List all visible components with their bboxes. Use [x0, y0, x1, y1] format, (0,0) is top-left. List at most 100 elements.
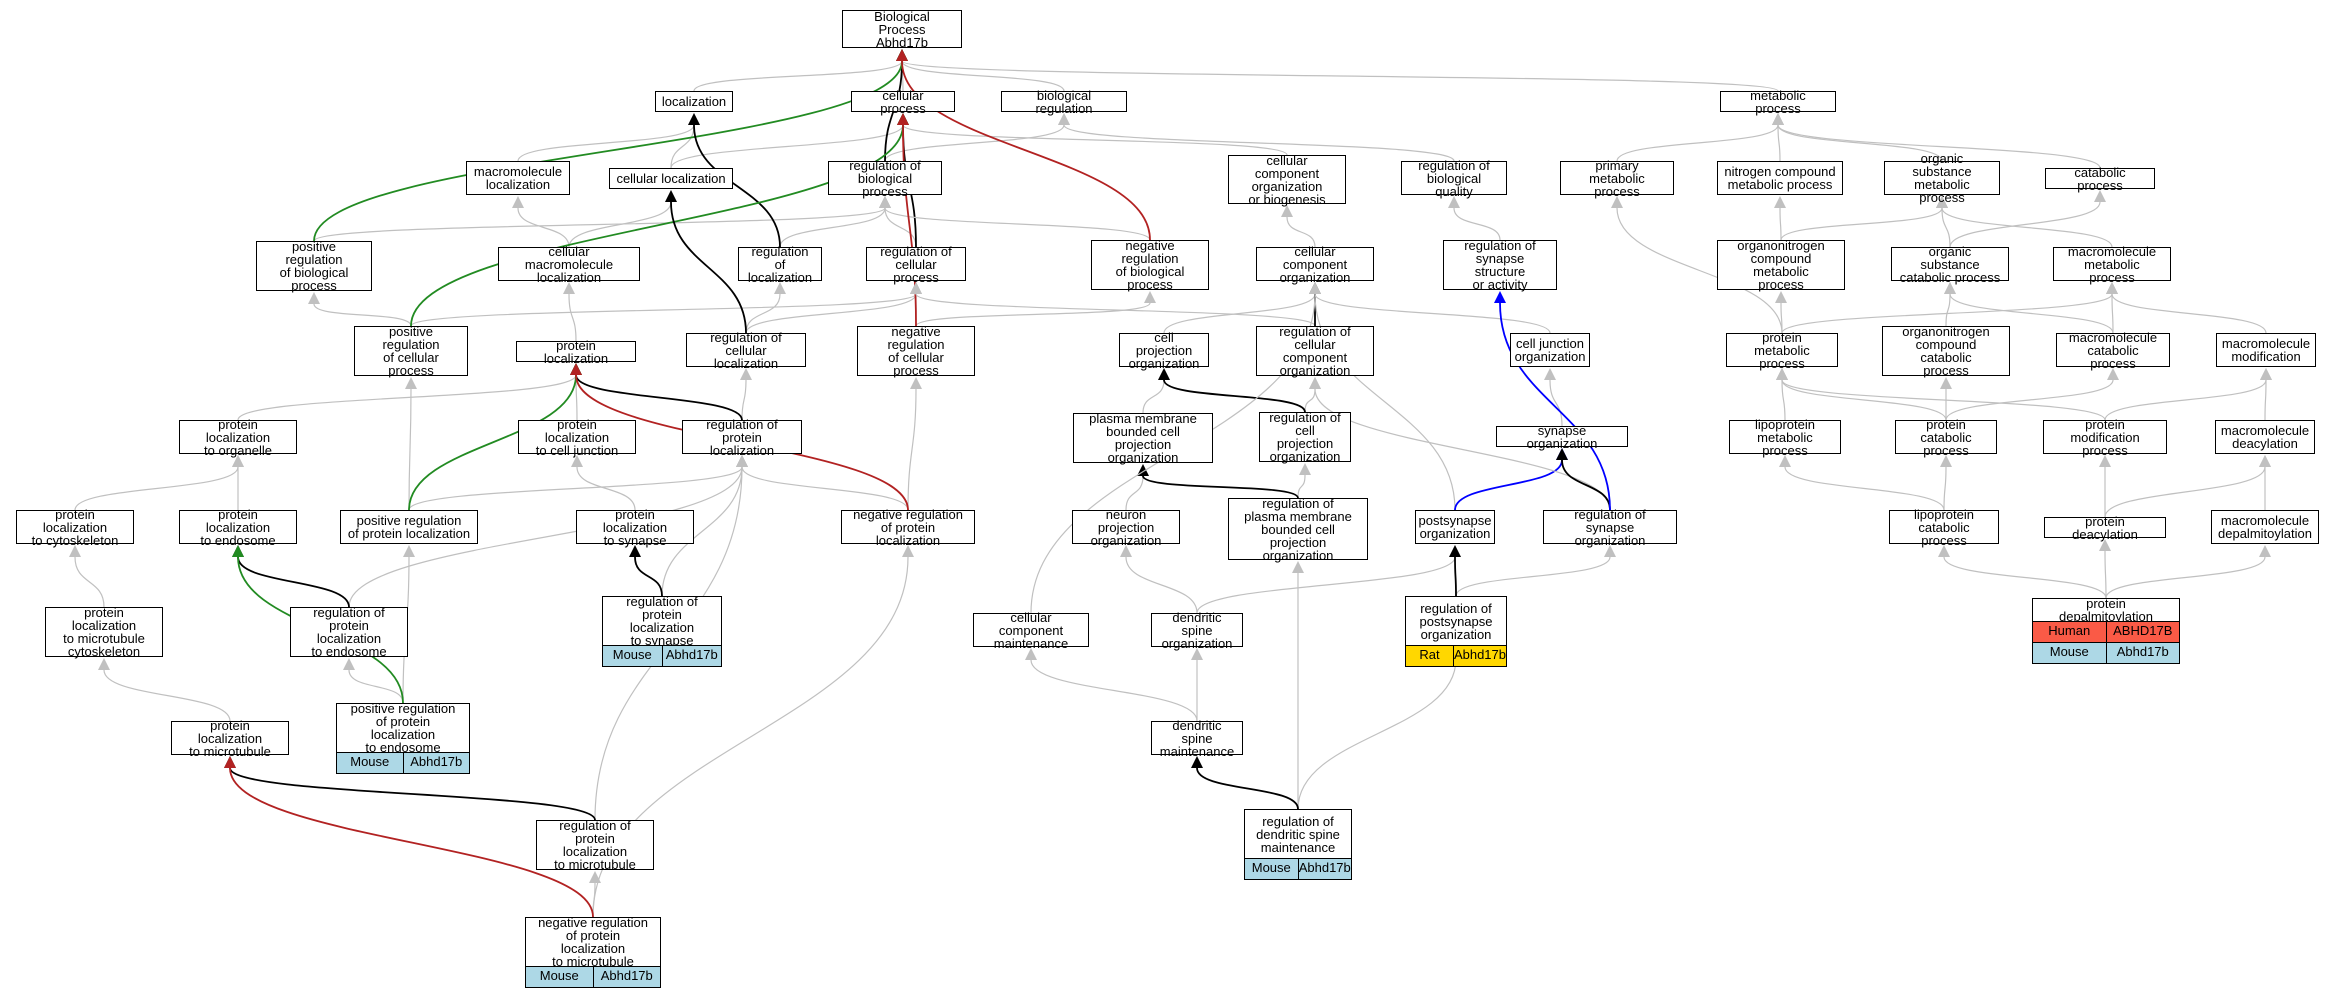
node-organic-substance-catabolic-process[interactable]: organic substance catabolic process: [1891, 245, 2009, 284]
node-macromolecule-catabolic-process[interactable]: macromolecule catabolic process: [2056, 331, 2170, 370]
node-positive-regulation-of-biological-process[interactable]: positive regulation of biological proces…: [256, 240, 372, 292]
node-regulation-of-protein-localization-to-endosome[interactable]: regulation of protein localization to en…: [290, 606, 408, 658]
node-macromolecule-metabolic-process[interactable]: macromolecule metabolic process: [2053, 245, 2171, 284]
node-regulation-of-postsynapse-organization[interactable]: regulation of postsynapse organization: [1405, 596, 1507, 646]
edge-arrowhead: [232, 455, 244, 467]
node-cellular-component-maintenance[interactable]: cellular component maintenance: [973, 611, 1089, 650]
node-regulation-of-protein-localization-to-microtubule[interactable]: regulation of protein localization to mi…: [536, 819, 654, 871]
node-protein-localization-to-cell-junction[interactable]: protein localization to cell junction: [518, 418, 636, 457]
node-macromolecule-modification[interactable]: macromolecule modification: [2216, 333, 2316, 367]
node-protein-deacylation[interactable]: protein deacylation: [2044, 515, 2166, 541]
edge-default: [408, 466, 743, 511]
edge-default: [1781, 379, 2106, 421]
node-primary-metabolic-process[interactable]: primary metabolic process: [1560, 159, 1674, 198]
node-protein-localization-to-microtubule-cytoskeleton[interactable]: protein localization to microtubule cyto…: [45, 606, 163, 658]
edge-default: [1941, 207, 1951, 248]
edge-default: [2104, 466, 2266, 518]
node-protein-metabolic-process[interactable]: protein metabolic process: [1726, 331, 1838, 370]
node-protein-localization[interactable]: protein localization: [516, 339, 636, 365]
edge-default: [1780, 302, 1783, 334]
edge-arrowhead: [1556, 448, 1568, 460]
node-macromolecule-deacylation[interactable]: macromolecule deacylation: [2215, 420, 2315, 454]
node-cell-junction-organization[interactable]: cell junction organization: [1510, 333, 1590, 367]
edge-arrowhead: [1494, 291, 1506, 303]
edge-default: [1777, 124, 1943, 162]
node-regulation-of-protein-localization[interactable]: regulation of protein localization: [682, 418, 802, 457]
node-regulation-of-dendritic-spine-maintenance[interactable]: regulation of dendritic spine maintenanc…: [1244, 809, 1352, 859]
node-protein-catabolic-process[interactable]: protein catabolic process: [1895, 418, 1997, 457]
node-lipoprotein-metabolic-process[interactable]: lipoprotein metabolic process: [1729, 418, 1841, 457]
node-protein-modification-process[interactable]: protein modification process: [2043, 418, 2167, 457]
node-cellular-macromolecule-localization[interactable]: cellular macromolecule localization: [498, 245, 640, 284]
gene-label: Abhd17b: [1297, 859, 1351, 879]
node-regulation-of-cell-projection-organization[interactable]: regulation of cell projection organizati…: [1259, 411, 1351, 463]
node-postsynapse-organization[interactable]: postsynapse organization: [1415, 510, 1495, 544]
node-positive-regulation-of-protein-localization[interactable]: positive regulation of protein localizat…: [340, 510, 478, 544]
node-catabolic-process[interactable]: catabolic process: [2045, 166, 2155, 192]
node-dendritic-spine-organization[interactable]: dendritic spine organization: [1151, 611, 1243, 650]
node-protein-localization-to-synapse[interactable]: protein localization to synapse: [576, 508, 694, 547]
node-biological-regulation[interactable]: biological regulation: [1001, 89, 1127, 115]
node-macromolecule-depalmitoylation[interactable]: macromolecule depalmitoylation: [2211, 510, 2319, 544]
node-regulation-of-cellular-component-organization[interactable]: regulation of cellular component organiz…: [1256, 325, 1374, 377]
node-negative-regulation-of-protein-localization-to-microtubule[interactable]: negative regulation of protein localizat…: [525, 916, 661, 968]
edge-default: [103, 669, 231, 722]
node-regulation-of-synapse-structure-or-activity[interactable]: regulation of synapse structure or activ…: [1443, 239, 1557, 291]
node-cellular-component-organization[interactable]: cellular component organization: [1256, 245, 1374, 284]
edge-arrowhead: [512, 196, 524, 208]
node-protein-localization-to-endosome[interactable]: protein localization to endosome: [179, 508, 297, 547]
node-cellular-component-organization-or-biogenesis[interactable]: cellular component organization or bioge…: [1228, 154, 1346, 206]
edge-default: [2264, 379, 2267, 421]
node-regulation-of-cellular-localization[interactable]: regulation of cellular localization: [686, 331, 806, 370]
edge-default: [313, 207, 886, 242]
node-positive-regulation-of-protein-localization-to-endosome[interactable]: positive regulation of protein localizat…: [336, 702, 470, 754]
edge-default: [348, 466, 743, 608]
node-positive-regulation-of-cellular-process[interactable]: positive regulation of cellular process: [354, 325, 468, 377]
edge-default: [1943, 466, 1947, 511]
node-negative-regulation-of-protein-localization[interactable]: negative regulation of protein localizat…: [841, 508, 975, 547]
node-negative-regulation-of-biological-process[interactable]: negative regulation of biological proces…: [1091, 239, 1209, 291]
edge-default: [884, 207, 1151, 241]
node-regulation-of-biological-quality[interactable]: regulation of biological quality: [1401, 159, 1507, 198]
node-neuron-projection-organization[interactable]: neuron projection organization: [1072, 508, 1180, 547]
edge-arrowhead: [69, 545, 81, 557]
node-regulation-of-biological-process[interactable]: regulation of biological process: [828, 159, 942, 198]
node-regulation-of-protein-localization-to-synapse[interactable]: regulation of protein localization to sy…: [602, 595, 722, 647]
node-lipoprotein-catabolic-process[interactable]: lipoprotein catabolic process: [1889, 508, 1999, 547]
edge-arrowhead: [2094, 190, 2106, 202]
edge-default: [745, 293, 917, 334]
edge-arrowhead: [1936, 196, 1948, 208]
node-organic-substance-metabolic-process[interactable]: organic substance metabolic process: [1884, 152, 2000, 204]
edge-arrowhead: [1772, 113, 1784, 125]
node-regulation-of-plasma-membrane-bounded-cell-projection-organization[interactable]: regulation of plasma membrane bounded ce…: [1228, 497, 1368, 562]
edge-arrowhead: [1611, 196, 1623, 208]
edge-isa: [1163, 379, 1306, 413]
edge-arrowhead: [1309, 282, 1321, 294]
node-organonitrogen-compound-catabolic-process[interactable]: organonitrogen compound catabolic proces…: [1882, 325, 2010, 377]
node-regulation-of-synapse-organization[interactable]: regulation of synapse organization: [1543, 508, 1677, 547]
edge-default: [779, 207, 886, 248]
node-cellular-process[interactable]: cellular process: [851, 89, 955, 115]
edge-arrowhead: [589, 871, 601, 883]
node-protein-localization-to-organelle[interactable]: protein localization to organelle: [179, 418, 297, 457]
node-synapse-organization[interactable]: synapse organization: [1496, 424, 1628, 450]
node-protein-localization-to-cytoskeleton[interactable]: protein localization to cytoskeleton: [16, 508, 134, 547]
node-cell-projection-organization[interactable]: cell projection organization: [1119, 331, 1209, 370]
node-cellular-localization[interactable]: cellular localization: [609, 168, 733, 189]
node-protein-depalmitoylation[interactable]: protein depalmitoylation: [2032, 597, 2180, 623]
node-regulation-of-localization[interactable]: regulation of localization: [738, 245, 822, 284]
node-biological-process[interactable]: Biological Process Abhd17b: [842, 10, 962, 49]
edge-isa: [693, 124, 781, 248]
edge-default: [1781, 379, 1786, 421]
node-negative-regulation-of-cellular-process[interactable]: negative regulation of cellular process: [857, 325, 975, 377]
edge-arrowhead: [1299, 463, 1311, 475]
node-plasma-membrane-bounded-cell-projection-organization[interactable]: plasma membrane bounded cell projection …: [1073, 412, 1213, 464]
node-nitrogen-compound-metabolic-process[interactable]: nitrogen compound metabolic process: [1717, 161, 1843, 195]
node-metabolic-process[interactable]: metabolic process: [1720, 89, 1836, 115]
node-protein-localization-to-microtubule[interactable]: protein localization to microtubule: [171, 719, 289, 758]
node-organonitrogen-compound-metabolic-process[interactable]: organonitrogen compound metabolic proces…: [1717, 239, 1845, 291]
node-localization[interactable]: localization: [655, 91, 733, 112]
node-macromolecule-localization[interactable]: macromolecule localization: [466, 161, 570, 195]
node-regulation-of-cellular-process[interactable]: regulation of cellular process: [866, 245, 966, 284]
node-dendritic-spine-maintenance[interactable]: dendritic spine maintenance: [1151, 719, 1243, 758]
